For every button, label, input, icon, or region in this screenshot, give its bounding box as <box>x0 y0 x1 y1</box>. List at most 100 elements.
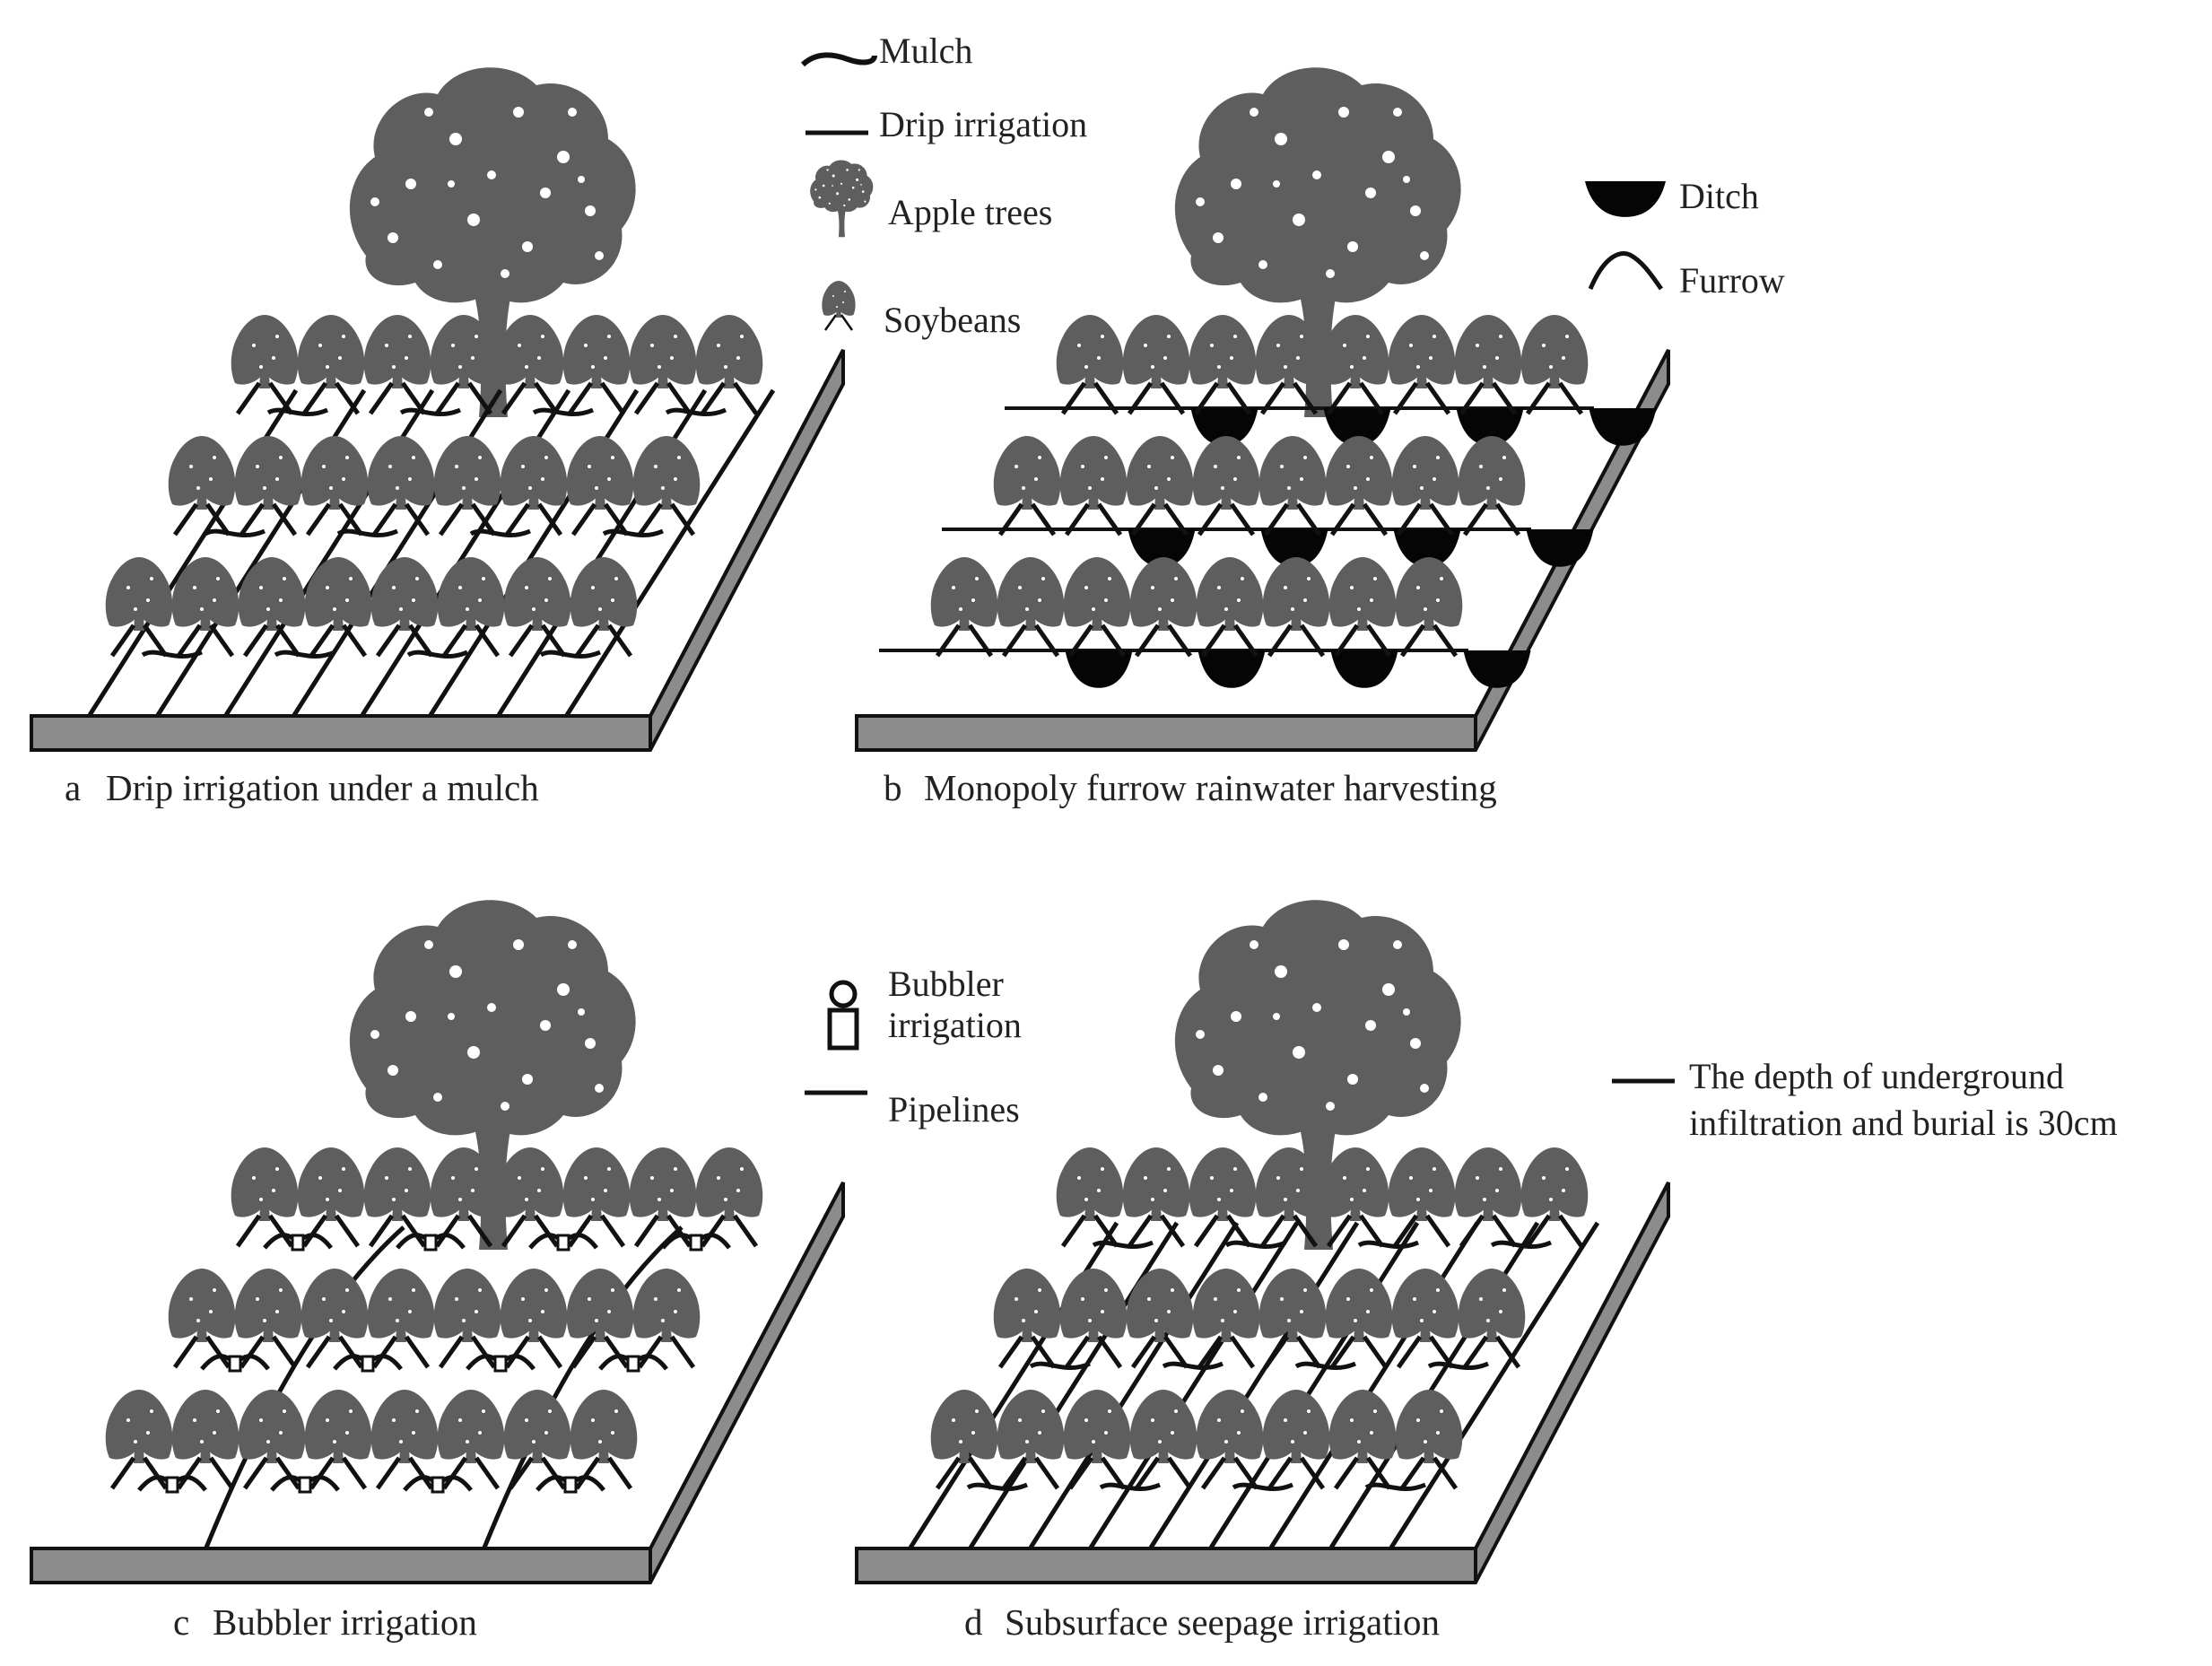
soybean <box>434 436 501 535</box>
legend-b: Ditch Furrow <box>1585 176 1785 301</box>
soybean <box>497 1147 564 1246</box>
soybean <box>1322 1147 1389 1246</box>
panel-d-letter: d <box>964 1601 983 1643</box>
soybean <box>368 436 435 535</box>
bubbler <box>228 1355 242 1373</box>
legend-soybean-label: Soybeans <box>884 300 1021 340</box>
soybean <box>994 1269 1061 1367</box>
soybean <box>1396 557 1463 656</box>
mulch <box>1162 1361 1224 1370</box>
soybean <box>1130 557 1197 656</box>
legend-d: The depth of underground infiltration an… <box>1612 1056 2118 1143</box>
mulch <box>141 650 203 659</box>
soybean-icon <box>821 279 857 332</box>
soybean <box>1389 1147 1456 1246</box>
field-d <box>855 900 1670 1584</box>
legend-furrow-label: Furrow <box>1679 260 1785 301</box>
soybean <box>371 1390 439 1488</box>
soybean <box>931 1390 998 1488</box>
soybean <box>172 1390 239 1488</box>
soybean <box>231 1147 299 1246</box>
irrigation-line <box>1208 1221 1420 1549</box>
legend-a: Mulch Drip irrigation Apple trees Soybea… <box>800 31 1087 340</box>
mulch <box>539 650 601 659</box>
soybean <box>1193 1269 1260 1367</box>
mulch <box>406 650 468 659</box>
soybean <box>1189 315 1257 414</box>
soybean <box>1322 315 1389 414</box>
mulch-icon <box>800 52 877 67</box>
soybean <box>298 315 365 414</box>
furrow-icon <box>1588 251 1664 291</box>
field-c <box>30 900 845 1584</box>
legend-bubbler-label-2: irrigation <box>888 1005 1022 1045</box>
soybean <box>633 1269 701 1367</box>
soybean <box>931 557 998 656</box>
soybean <box>1459 436 1526 535</box>
panel-c-letter: c <box>173 1601 189 1643</box>
bubbler <box>423 1234 438 1252</box>
soybean <box>501 1269 568 1367</box>
mulch <box>1232 1482 1293 1491</box>
mulch <box>274 650 335 659</box>
panel-a-drip-irrigation: Mulch Drip irrigation Apple trees Soybea… <box>30 31 1087 808</box>
soybean <box>1064 557 1131 656</box>
mulch <box>1490 1240 1552 1249</box>
mulch <box>399 407 461 416</box>
field-slab-edge <box>649 1182 845 1549</box>
irrigation-line <box>1268 1221 1480 1549</box>
mulch <box>1294 1361 1356 1370</box>
ditch-icon <box>1585 181 1666 217</box>
soybean <box>1392 1269 1459 1367</box>
soybean <box>1127 436 1194 535</box>
bubbler <box>431 1476 445 1494</box>
bubbler <box>291 1234 305 1252</box>
panel-a-letter: a <box>65 767 81 808</box>
legend-drip-label: Drip irrigation <box>879 104 1087 144</box>
legend-c: Bubbler irrigation Pipelines <box>805 964 1022 1130</box>
mulch <box>1092 1240 1154 1249</box>
bubbler <box>689 1234 703 1252</box>
irrigation-line <box>1088 1221 1300 1549</box>
soybean <box>1329 557 1397 656</box>
soybean <box>997 1390 1065 1488</box>
soybean <box>235 436 302 535</box>
panel-b-letter: b <box>884 767 902 808</box>
soybean <box>1197 557 1264 656</box>
irrigation-line <box>564 388 776 717</box>
legend-ditch-label: Ditch <box>1679 176 1759 216</box>
soybean <box>106 1390 173 1488</box>
mulch <box>532 407 594 416</box>
soybean <box>1123 1147 1190 1246</box>
mulch <box>1099 1482 1161 1491</box>
legend-bubbler-label: Bubbler <box>888 964 1004 1004</box>
soybean <box>1329 1390 1397 1488</box>
soybean <box>630 315 697 414</box>
field-b <box>855 67 1670 752</box>
bubbler <box>563 1476 578 1494</box>
pipeline <box>204 1226 405 1548</box>
soybean <box>630 1147 697 1246</box>
bubbler <box>493 1355 508 1373</box>
bubbler <box>165 1476 179 1494</box>
panel-d-subsurface-seepage: The depth of underground infiltration an… <box>855 900 2118 1643</box>
legend-depth-label: The depth of underground <box>1689 1056 2064 1096</box>
soybean <box>434 1269 501 1367</box>
soybean <box>504 1390 571 1488</box>
soybean <box>368 1269 435 1367</box>
mulch <box>266 407 328 416</box>
bubbler <box>361 1355 375 1373</box>
soybean <box>997 557 1065 656</box>
legend-apple-label: Apple trees <box>888 192 1052 232</box>
soybean <box>1521 315 1589 414</box>
panel-c-caption: Bubbler irrigation <box>213 1601 477 1643</box>
soybean <box>298 1147 365 1246</box>
irrigation-line <box>1028 1221 1240 1549</box>
soybean <box>696 1147 763 1246</box>
soybean <box>438 1390 505 1488</box>
mulch <box>1029 1361 1091 1370</box>
soybean <box>1193 436 1260 535</box>
soybean <box>1389 315 1456 414</box>
mulch <box>602 528 664 537</box>
soybean <box>364 315 431 414</box>
